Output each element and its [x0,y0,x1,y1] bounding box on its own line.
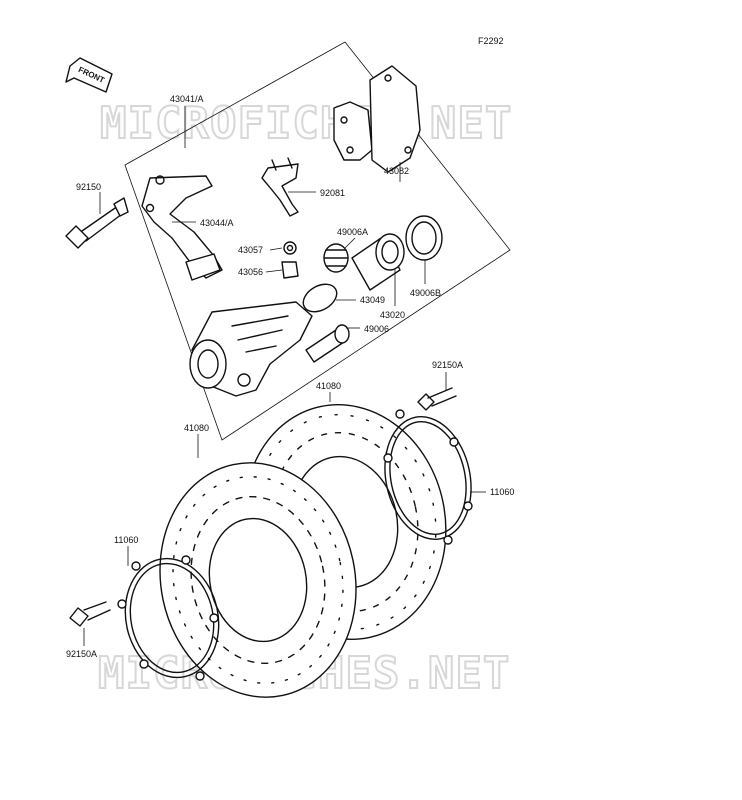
bolt-92150a-bottom [69,601,111,627]
figure-code: F2292 [478,36,504,46]
bolt-92150a-top [417,387,457,411]
brake-pads [333,65,421,173]
part-label-92150a-bottom: 92150A [66,649,97,659]
front-arrow-icon: FRONT [65,57,113,93]
assembly-boundary [124,41,511,441]
bolt-92150 [65,197,129,249]
watermark-top: MICROFICHES.NET [100,98,512,149]
piston-boot-ring [405,215,443,261]
part-label-43020: 43020 [380,310,405,320]
bleeder-valve [281,241,299,279]
rotor-carrier-ring-right [383,409,473,545]
piston-seal [302,283,338,313]
part-label-41080-left: 41080 [184,423,209,433]
part-label-11060-right: 11060 [490,487,514,497]
part-label-43056: 43056 [238,267,263,277]
leader-lines [83,106,486,646]
part-label-49006: 49006 [364,324,389,334]
part-label-43049: 43049 [360,295,385,305]
piston [351,233,405,291]
part-label-41080-top: 41080 [316,381,341,391]
part-label-43041a: 43041/A [170,94,204,104]
dust-boot [323,243,349,273]
caliper-body [189,301,313,397]
rotor-carrier-ring-left [117,555,220,681]
part-label-49006a: 49006A [337,227,368,237]
part-label-92081: 92081 [320,188,345,198]
part-label-43044a: 43044/A [200,218,234,228]
pad-spring-clip [261,157,299,217]
part-label-92150a-top: 92150A [432,360,463,370]
part-label-11060-left: 11060 [114,535,138,545]
rotor-front [159,462,357,698]
part-label-43057: 43057 [238,245,263,255]
slide-pin [305,324,350,363]
part-label-49006b: 49006B [410,288,441,298]
part-label-43082: 43082 [384,166,409,176]
part-label-92150: 92150 [76,182,101,192]
caliper-bracket [141,175,223,281]
